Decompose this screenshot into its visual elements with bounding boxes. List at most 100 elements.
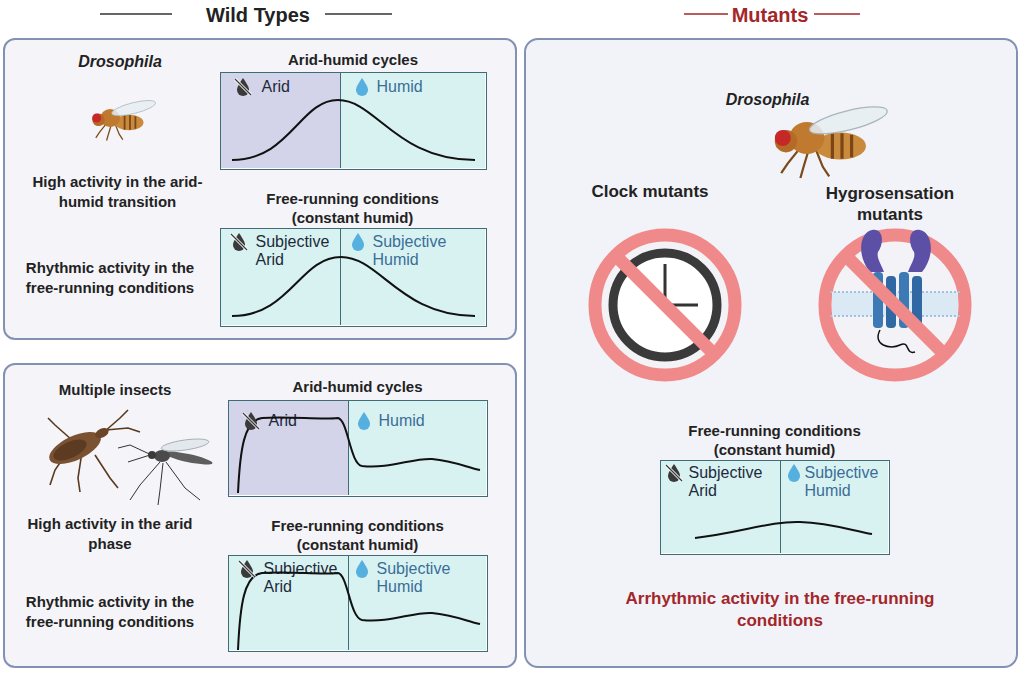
- leg: [95, 455, 118, 488]
- section-heading: Wild Types: [158, 3, 358, 27]
- phase-band: Subjective Arid: [229, 556, 349, 650]
- header-rule: [325, 13, 392, 15]
- prohibition-ring: [595, 235, 735, 375]
- proboscis: [128, 455, 150, 462]
- phase-band: Subjective Humid: [349, 556, 486, 650]
- group-name: Hygrosensation mutants: [810, 183, 970, 225]
- membrane-edge: [830, 315, 960, 317]
- receptor-loop: [878, 330, 915, 352]
- phase-band: Arid: [221, 73, 341, 168]
- no-water-icon: [243, 412, 259, 430]
- mosquito-wing: [161, 437, 210, 454]
- prohibition-slash: [615, 255, 715, 355]
- phase-name: Arid: [269, 412, 339, 430]
- phase-name: Humid: [379, 412, 469, 430]
- activity-curve: [238, 572, 480, 650]
- receptor-domain: [861, 230, 884, 272]
- chart-heading: Free-running conditions (constant humid): [670, 421, 880, 459]
- bug-legs: [48, 410, 140, 492]
- chart-heading: Arid-humid cycles: [220, 50, 487, 69]
- leg: [118, 445, 158, 458]
- chart-box: Arid-humid cyclesAridHumid: [220, 72, 487, 170]
- receptor-prohibited-symbol: [825, 230, 965, 375]
- panel: Multiple insectsHigh activity in the ari…: [3, 363, 517, 668]
- chart-box: Free-running conditions (constant humid)…: [228, 555, 488, 652]
- header-rule: [814, 13, 860, 15]
- phase-name: Arid: [262, 78, 332, 96]
- chart-heading: Free-running conditions (constant humid): [248, 189, 458, 227]
- no-water-icon: [235, 78, 251, 96]
- activity-curve: [232, 100, 475, 160]
- phase-name: Subjective Humid: [805, 464, 889, 500]
- prohibition-ring: [825, 235, 965, 375]
- mosquito-thorax: [154, 450, 170, 462]
- chart-box: Free-running conditions (constant humid)…: [660, 460, 890, 555]
- leg: [130, 462, 160, 500]
- no-water-icon: [239, 560, 255, 578]
- leg: [158, 463, 163, 505]
- phase-band: Subjective Arid: [661, 461, 781, 553]
- clock-face: [613, 253, 717, 357]
- leg: [48, 418, 72, 440]
- clock-prohibited-symbol: [595, 235, 735, 375]
- phase-band: Subjective Humid: [341, 229, 485, 325]
- bug-wing: [50, 435, 89, 465]
- phase-band: Humid: [341, 73, 485, 168]
- species-name: Drosophila: [10, 52, 230, 72]
- phase-name: Subjective Humid: [373, 233, 473, 269]
- activity-curve: [238, 417, 480, 493]
- clock-hand: [664, 264, 667, 305]
- panel: DrosophilaHigh activity in the arid-humi…: [3, 38, 517, 340]
- membrane-edge: [830, 291, 960, 293]
- droplet-icon: [356, 560, 368, 578]
- receptor-helix: [886, 276, 896, 328]
- header-rule: [100, 13, 172, 15]
- phase-band: Subjective Arid: [221, 229, 341, 325]
- clock-hand: [665, 304, 698, 307]
- fly-illustration: [775, 101, 890, 178]
- section-heading: Mutants: [690, 3, 850, 27]
- phase-name: Subjective Arid: [689, 464, 777, 500]
- finding-text: Arrhythmic activity in the free-running …: [625, 588, 935, 632]
- prohibition-slash: [845, 255, 945, 355]
- receptor-helix: [899, 272, 909, 328]
- phase-name: Subjective Arid: [264, 560, 349, 596]
- finding-text: Rhythmic activity in the free-running co…: [20, 592, 200, 632]
- receptor-domain: [908, 230, 931, 272]
- bug-body: [45, 425, 106, 470]
- antenna: [106, 428, 140, 432]
- receptor-helix: [912, 276, 922, 328]
- species-name: Drosophila: [680, 90, 855, 110]
- phase-band: Humid: [349, 401, 486, 495]
- membrane: [832, 292, 958, 316]
- leg: [78, 452, 82, 492]
- finding-text: High activity in the arid phase: [15, 514, 205, 554]
- receptor-helix: [873, 272, 883, 328]
- droplet-icon: [788, 464, 800, 482]
- fly-illustration: [92, 97, 157, 140]
- leg: [50, 448, 70, 485]
- header-rule: [684, 13, 728, 15]
- droplet-icon: [356, 78, 368, 96]
- phase-name: Humid: [377, 78, 467, 96]
- phase-name: Subjective Humid: [377, 560, 477, 596]
- phase-name: Subjective Arid: [256, 233, 341, 269]
- droplet-icon: [358, 412, 370, 430]
- panel: DrosophilaClock mutants Hygrosensation mu…: [524, 38, 1018, 668]
- group-name: Clock mutants: [560, 181, 740, 202]
- activity-curve: [232, 257, 475, 316]
- chart-heading: Arid-humid cycles: [228, 377, 488, 396]
- activity-curve: [695, 522, 872, 538]
- mosquito-abdomen: [163, 449, 214, 467]
- phase-band: Subjective Humid: [781, 461, 888, 553]
- no-water-icon: [231, 233, 247, 251]
- phase-band: Arid: [229, 401, 349, 495]
- droplet-icon: [352, 233, 364, 251]
- chart-box: Arid-humid cyclesAridHumid: [228, 400, 488, 497]
- bug-head: [94, 426, 110, 440]
- species-name: Multiple insects: [10, 380, 220, 400]
- leg: [166, 462, 200, 500]
- no-water-icon: [666, 464, 682, 482]
